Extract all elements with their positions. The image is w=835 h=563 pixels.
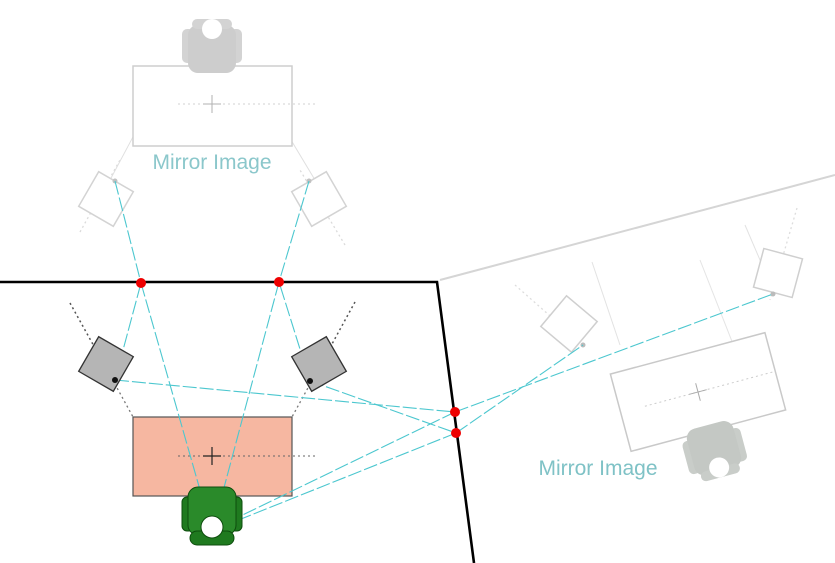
ghost-speaker-left-icon [77, 170, 135, 228]
reflection-rays [114, 180, 774, 526]
mirror-image-right: Mirror Image [439, 174, 835, 482]
speaker-left-tweeter [112, 377, 118, 383]
speaker-left-icon[interactable] [77, 335, 135, 393]
ghost-tweeter [770, 291, 776, 297]
table [132, 416, 315, 497]
ray-wall-to-listener-left [140, 282, 211, 526]
ray-side-wall-to-listener-a [221, 411, 456, 526]
speaker-right-tweeter [307, 378, 313, 384]
ray-right-to-side-wall [309, 380, 457, 434]
reflection-point-icon [274, 277, 284, 287]
ghost-table-right [609, 331, 787, 453]
listener-chair-icon[interactable] [181, 486, 243, 546]
ghost-speaker-right-a-icon [539, 294, 599, 354]
ray-side-wall-to-listener-b [225, 432, 457, 526]
reflection-point-icon [450, 407, 460, 417]
speaker-dispersion-lines [69, 301, 356, 449]
ghost-listener-chair-right-icon [682, 420, 747, 482]
reflection-points [136, 277, 461, 438]
ghost-listener-chair-icon [182, 19, 242, 73]
ghost-speaker-right-icon [290, 170, 348, 228]
ray-wall-to-listener-right [213, 281, 280, 526]
reflection-point-icon [451, 428, 461, 438]
ray-ghost-left [114, 180, 142, 284]
ghost-speaker-right-b-icon [752, 247, 804, 299]
mirror-image-label-right: Mirror Image [538, 457, 657, 480]
ghost-dispersion-line [591, 261, 621, 346]
mirror-image-label-top: Mirror Image [152, 151, 271, 174]
ray-ghost-side-a [455, 344, 584, 434]
ghost-wall [439, 174, 835, 281]
mirror-image-top: Mirror Image [77, 19, 348, 246]
ray-ghost-right [278, 180, 310, 283]
speaker-right-icon[interactable] [290, 335, 348, 393]
ray-ghost-side-b [454, 293, 774, 413]
reflection-point-icon [136, 278, 146, 288]
ray-left-to-side-wall [114, 379, 456, 413]
ghost-dispersion-line [769, 207, 798, 301]
